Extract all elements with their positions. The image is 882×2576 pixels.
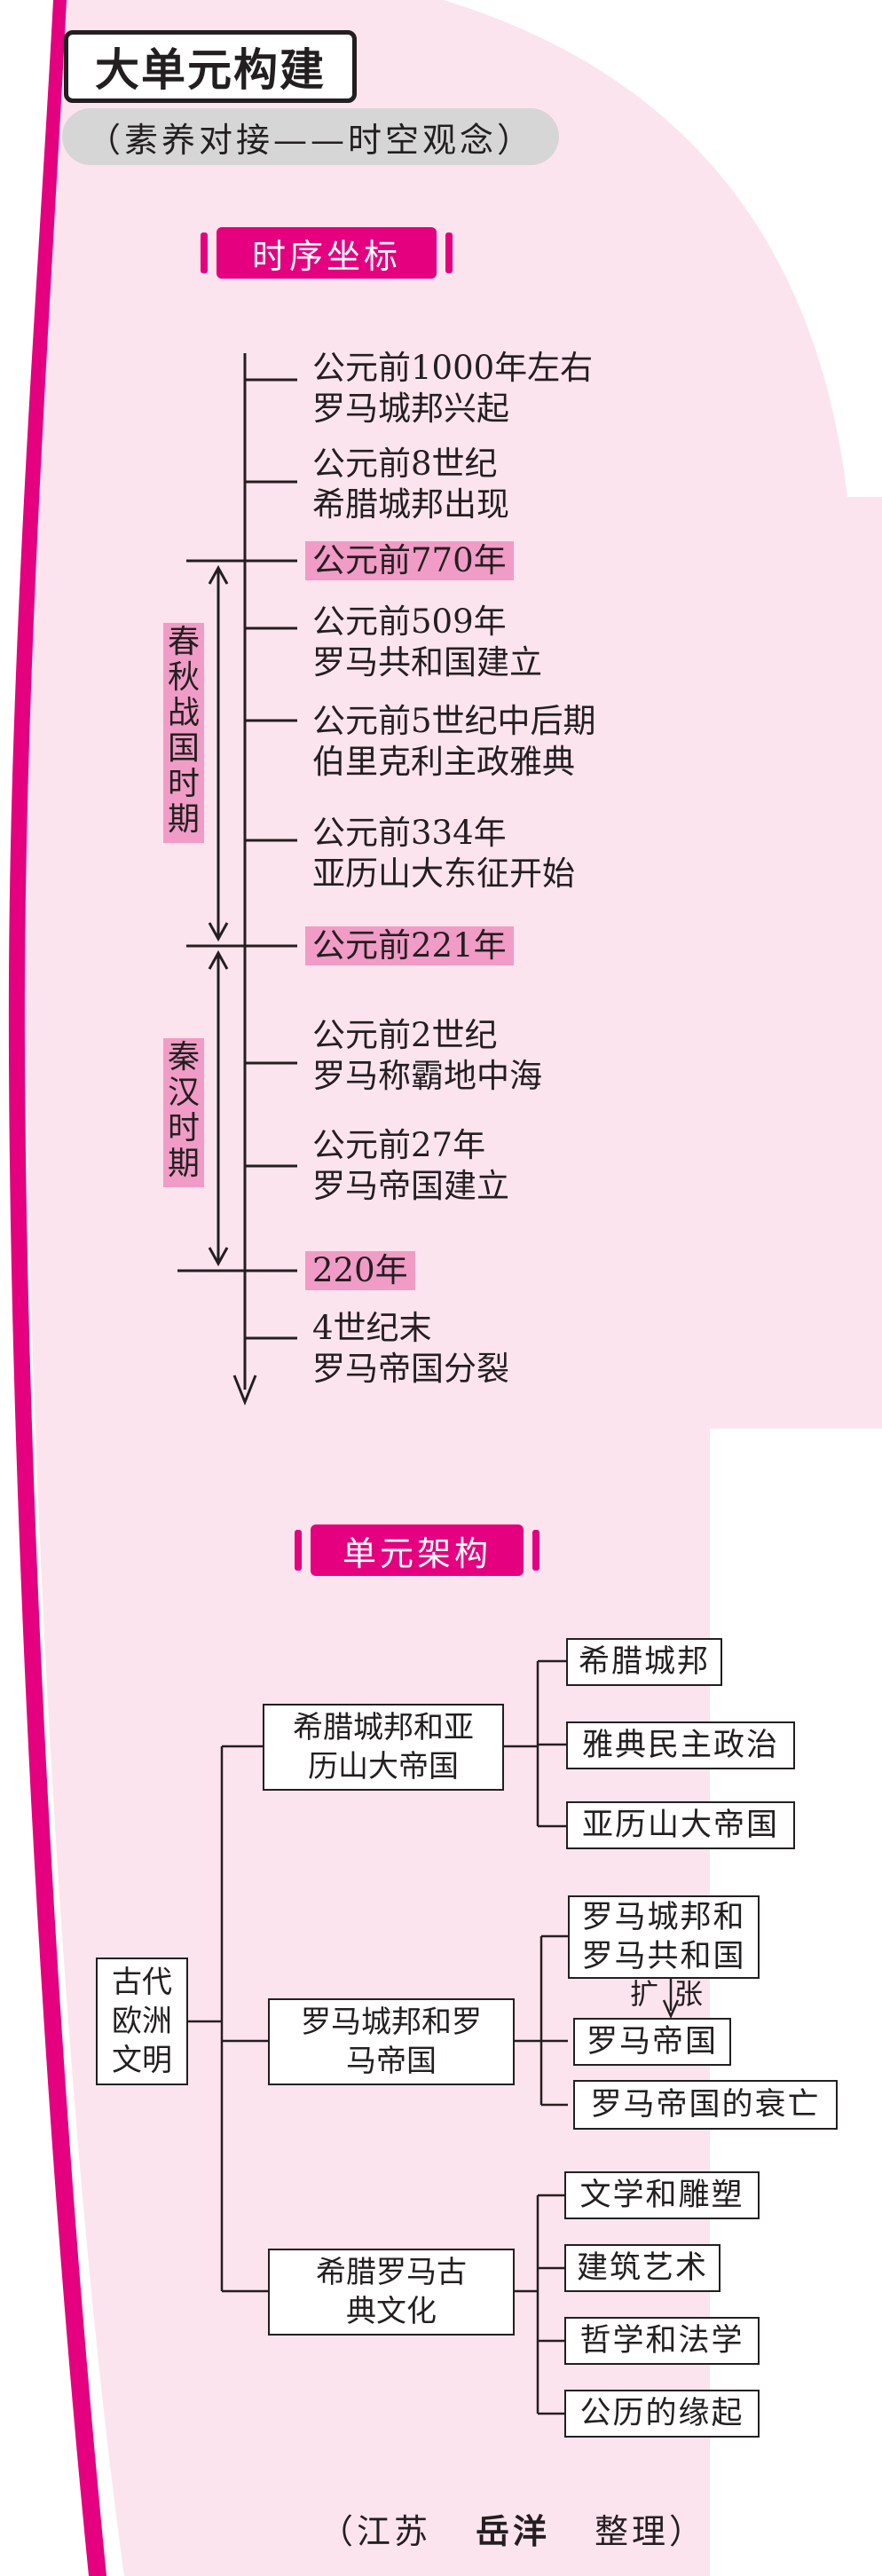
leaf-greek-city-states: 希腊城邦 (566, 1638, 722, 1686)
leaf-literature-sculpture: 文学和雕塑 (564, 2171, 760, 2219)
branch-greek: 希腊城邦和亚历山大帝国 (263, 1704, 504, 1791)
leaf-roman-republic: 罗马城邦和罗马共和国 (568, 1895, 760, 1979)
credit-author: 岳洋 (476, 2512, 550, 2551)
credit-open: （江苏 (319, 2512, 431, 2551)
leaf-philosophy-law: 哲学和法学 (564, 2317, 760, 2365)
branch-rome: 罗马城邦和罗马帝国 (268, 1998, 515, 2085)
leaf-roman-decline: 罗马帝国的衰亡 (573, 2080, 838, 2130)
credit-close: 整理） (595, 2512, 706, 2551)
leaf-calendar-origin: 公历的缘起 (564, 2390, 760, 2438)
root-node: 古代欧洲文明 (96, 1958, 188, 2085)
branch-culture: 希腊罗马古典文化 (268, 2249, 515, 2336)
leaf-alexander-empire: 亚历山大帝国 (566, 1801, 795, 1849)
transition-label: 扩张 (630, 1972, 719, 2013)
leaf-architecture: 建筑艺术 (564, 2244, 721, 2292)
leaf-roman-empire: 罗马帝国 (573, 2018, 731, 2066)
leaf-athenian-democracy: 雅典民主政治 (566, 1721, 795, 1769)
credit-line: （江苏 岳洋 整理） (319, 2504, 706, 2553)
